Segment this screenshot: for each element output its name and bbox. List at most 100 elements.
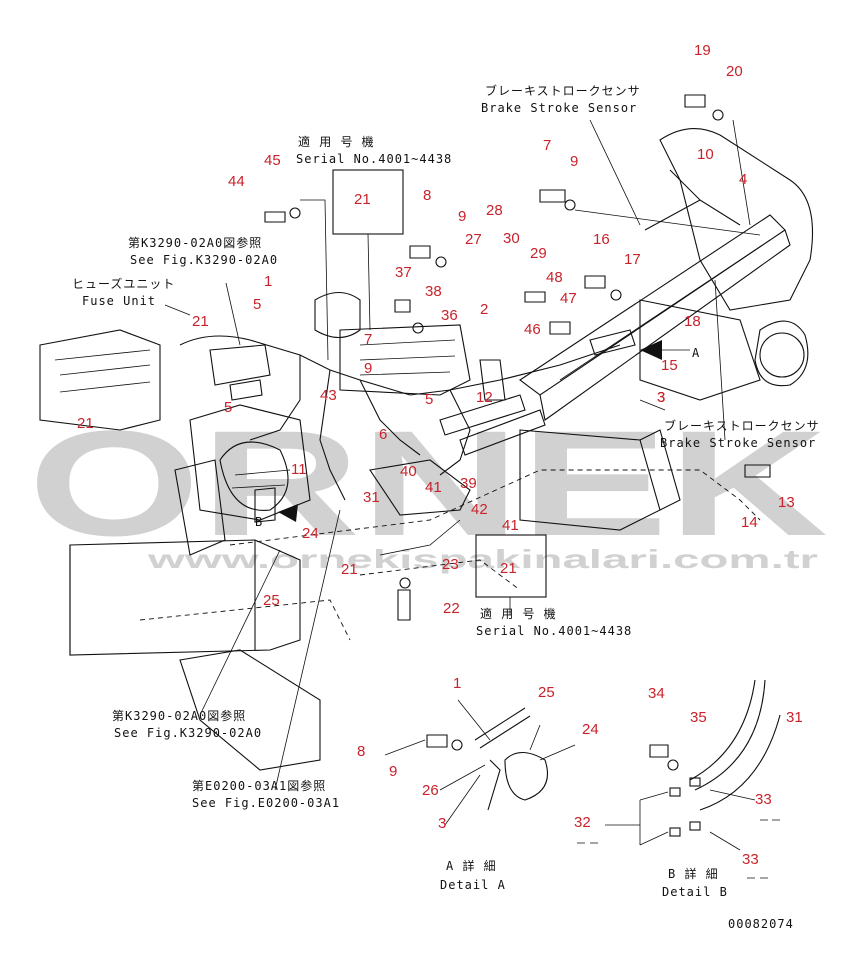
callout-number: 47 <box>560 290 577 307</box>
callout-number: 34 <box>648 685 665 702</box>
callout-number: 25 <box>263 592 280 609</box>
callout-number: 9 <box>570 153 578 170</box>
callout-number: 31 <box>363 489 380 506</box>
detail-b-title-en: Detail B <box>662 885 728 899</box>
callout-number: 45 <box>264 152 281 169</box>
fig-e0200-label-en: See Fig.E0200-03A1 <box>192 796 340 810</box>
detail-b-drawing <box>605 679 781 851</box>
callout-number: 3 <box>438 815 446 832</box>
callout-number: 12 <box>476 389 493 406</box>
callout-number: 11 <box>291 461 307 478</box>
callout-number: 8 <box>423 187 431 204</box>
callout-number: 48 <box>546 269 563 286</box>
callout-number: 26 <box>422 782 439 799</box>
callout-number: 9 <box>458 208 466 225</box>
fig-k3290-label-en-bottom: See Fig.K3290-02A0 <box>114 726 262 740</box>
leader-lines <box>164 119 751 791</box>
callout-number: 17 <box>624 251 641 268</box>
callout-number: 27 <box>465 231 482 248</box>
callout-number: 7 <box>364 331 372 348</box>
fig-k3290-label-jp-bottom: 第K3290-02A0図参照 <box>112 708 246 723</box>
callout-number: 4 <box>739 171 747 188</box>
fig-k3290-label-en-top: See Fig.K3290-02A0 <box>130 253 278 267</box>
callout-number: 21 <box>500 560 517 577</box>
callout-number: 43 <box>320 387 337 404</box>
callout-number: 24 <box>582 721 599 738</box>
callout-number: 40 <box>400 463 417 480</box>
callout-number: 9 <box>364 360 372 377</box>
brake-sensor-label-en-right: Brake Stroke Sensor <box>660 436 816 450</box>
annotation-labels: ブレーキストロークセンサ Brake Stroke Sensor ブレーキストロ… <box>72 83 820 931</box>
serial-label-en-top: Serial No.4001~4438 <box>296 152 452 166</box>
fuse-unit-label-en: Fuse Unit <box>82 294 156 308</box>
callout-number: 5 <box>425 391 433 408</box>
callout-number: 23 <box>442 556 459 573</box>
callout-number: 21 <box>77 415 94 432</box>
view-a-marker: A <box>692 346 700 360</box>
callout-number: 15 <box>661 357 678 374</box>
callout-number: 10 <box>697 146 714 163</box>
callout-number: 46 <box>524 321 541 338</box>
callout-number: 30 <box>503 230 520 247</box>
callout-number: 44 <box>228 173 245 190</box>
callout-number: 36 <box>441 307 458 324</box>
callout-number: 37 <box>395 264 412 281</box>
callout-number: 21 <box>341 561 358 578</box>
callout-number: 24 <box>302 525 319 542</box>
callout-number: 35 <box>690 709 707 726</box>
detail-a-title-jp: A 詳 細 <box>446 858 497 873</box>
serial-label-en-bottom: Serial No.4001~4438 <box>476 624 632 638</box>
callout-number: 13 <box>778 494 795 511</box>
callout-number: 29 <box>530 245 547 262</box>
watermark-brand: ORNEK <box>28 399 828 567</box>
callout-number: 38 <box>425 283 442 300</box>
callout-number: 33 <box>742 851 759 868</box>
detail-a-drawing <box>384 699 576 826</box>
callout-number: 5 <box>224 399 232 416</box>
callout-number: 21 <box>192 313 209 330</box>
callout-number: 8 <box>357 743 365 760</box>
serial-label-jp-top: 適 用 号 機 <box>298 134 375 149</box>
brake-sensor-label-jp-top: ブレーキストロークセンサ <box>485 83 641 98</box>
callout-number: 42 <box>471 501 488 518</box>
callout-number: 41 <box>502 517 519 534</box>
drawing-number: 00082074 <box>728 917 794 931</box>
callout-number: 18 <box>684 313 701 330</box>
view-b-marker: B <box>255 515 263 529</box>
callout-number: 20 <box>726 63 743 80</box>
callout-number: 28 <box>486 202 503 219</box>
callout-number: 2 <box>480 301 488 318</box>
minor-marks <box>577 819 780 879</box>
part-callouts: 19 20 10 4 7 9 16 17 18 15 3 13 14 45 44… <box>77 42 803 868</box>
callout-number: 41 <box>425 479 442 496</box>
callout-number: 5 <box>253 296 261 313</box>
callout-number: 33 <box>755 791 772 808</box>
watermark: ORNEK www.ornekispakinalari.com.tr <box>28 399 828 574</box>
machine-frame-drawing <box>39 94 813 771</box>
callout-number: 6 <box>379 426 387 443</box>
callout-number: 25 <box>538 684 555 701</box>
brake-sensor-label-en-top: Brake Stroke Sensor <box>481 101 637 115</box>
detail-a-title-en: Detail A <box>440 878 506 892</box>
callout-number: 9 <box>389 763 397 780</box>
callout-number: 14 <box>741 514 758 531</box>
serial-label-jp-bottom: 適 用 号 機 <box>480 606 557 621</box>
callout-number: 22 <box>443 600 460 617</box>
callout-number: 32 <box>574 814 591 831</box>
callout-number: 3 <box>657 389 665 406</box>
watermark-url: www.ornekispakinalari.com.tr <box>146 544 818 574</box>
callout-number: 31 <box>786 709 803 726</box>
callout-number: 21 <box>354 191 371 208</box>
callout-number: 1 <box>264 273 272 290</box>
callout-number: 39 <box>460 475 477 492</box>
callout-number: 1 <box>453 675 461 692</box>
fig-e0200-label-jp: 第E0200-03A1図参照 <box>192 778 326 793</box>
fuse-unit-label-jp: ヒューズユニット <box>72 276 175 291</box>
fig-k3290-label-jp-top: 第K3290-02A0図参照 <box>128 235 262 250</box>
callout-number: 19 <box>694 42 711 59</box>
callout-number: 7 <box>543 137 551 154</box>
detail-b-title-jp: B 詳 細 <box>668 866 719 881</box>
brake-sensor-label-jp-right: ブレーキストロークセンサ <box>664 418 820 433</box>
callout-number: 3 <box>657 389 665 406</box>
